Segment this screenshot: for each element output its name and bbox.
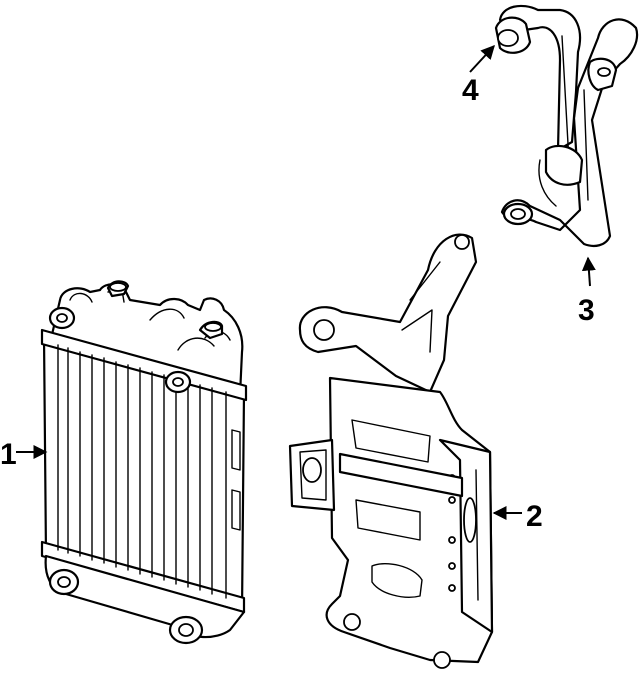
coolant-hose[interactable] [498, 4, 639, 247]
callout-1-label: 1 [0, 438, 17, 471]
callout-4-leader [469, 44, 495, 73]
hose-end-fitting[interactable] [494, 16, 532, 54]
callout-3-leader [581, 256, 596, 287]
oil-cooler[interactable] [40, 280, 248, 645]
callout-3-label: 3 [578, 294, 595, 327]
callout-2-label: 2 [526, 500, 543, 533]
callout-4-label: 4 [462, 74, 479, 107]
mounting-bracket[interactable] [288, 233, 494, 669]
